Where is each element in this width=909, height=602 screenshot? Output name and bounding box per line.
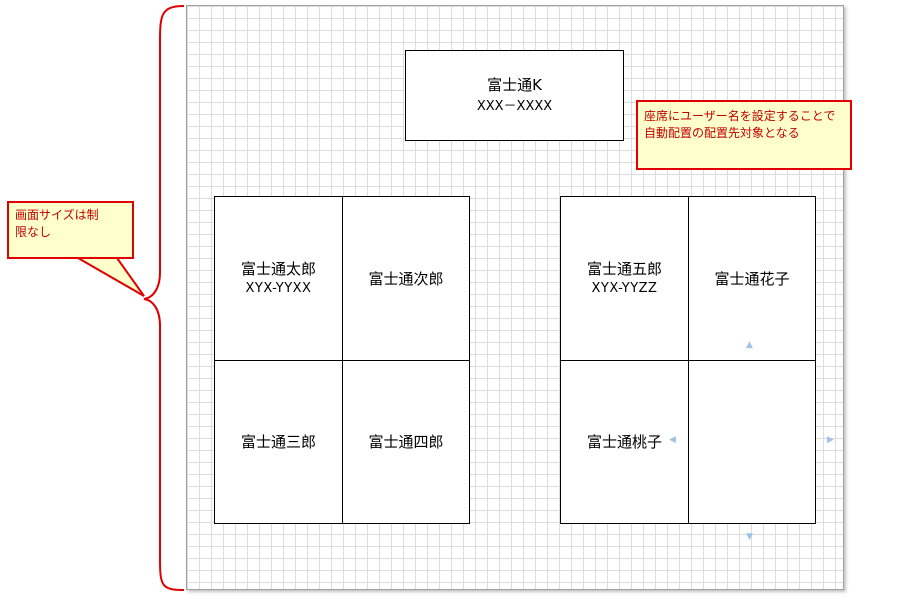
seat-cell[interactable]: 富士通花子: [689, 197, 815, 360]
screen-size-callout: 画面サイズは制 限なし: [7, 201, 134, 259]
resize-handle-left-icon[interactable]: ◀: [669, 435, 676, 445]
seat-cell-empty[interactable]: [689, 361, 815, 523]
top-seat-code: XXX－XXXX: [476, 98, 553, 114]
top-seat-box[interactable]: 富士通K XXX－XXXX: [405, 50, 624, 141]
resize-handle-right-icon[interactable]: ▶: [827, 435, 834, 445]
seat-cell[interactable]: 富士通太郎 XYX-YYXX: [215, 197, 342, 360]
seat-name: 富士通次郎: [368, 269, 444, 288]
seat-name: 富士通桃子: [586, 433, 662, 451]
seat-code: XYX-YYZZ: [591, 280, 658, 296]
callout-text-line: 画面サイズは制: [15, 208, 99, 222]
seat-cell[interactable]: 富士通桃子: [561, 361, 688, 523]
callout-text-line: 座席にユーザー名を設定することで: [644, 109, 836, 123]
auto-placement-callout: 座席にユーザー名を設定することで 自動配置の配置先対象となる: [636, 100, 852, 170]
seat-name: 富士通五郎: [586, 259, 662, 278]
seat-cell[interactable]: 富士通五郎 XYX-YYZZ: [561, 197, 688, 360]
seat-name: 富士通三郎: [240, 433, 316, 451]
callout-text-line: 自動配置の配置先対象となる: [644, 126, 800, 140]
seat-divider: [215, 360, 469, 361]
seat-name: 富士通太郎: [240, 259, 316, 278]
left-callout-tail: [74, 257, 145, 297]
top-seat-name: 富士通K: [487, 75, 542, 94]
screen-extent-brace: [143, 5, 185, 591]
right-seat-group: 富士通五郎 XYX-YYZZ 富士通花子 富士通桃子: [560, 196, 816, 524]
seat-divider: [561, 360, 815, 361]
callout-text-line: 限なし: [15, 225, 52, 239]
seat-name: 富士通四郎: [368, 433, 444, 451]
seat-cell[interactable]: 富士通四郎: [343, 361, 469, 523]
seat-name: 富士通花子: [714, 269, 790, 288]
resize-handle-up-icon[interactable]: ▲: [746, 340, 753, 350]
seat-cell[interactable]: 富士通三郎: [215, 361, 342, 523]
seat-cell[interactable]: 富士通次郎: [343, 197, 469, 360]
seat-code: XYX-YYXX: [245, 280, 312, 296]
left-seat-group: 富士通太郎 XYX-YYXX 富士通次郎 富士通三郎 富士通四郎: [214, 196, 470, 524]
resize-handle-down-icon[interactable]: ▼: [746, 532, 753, 542]
